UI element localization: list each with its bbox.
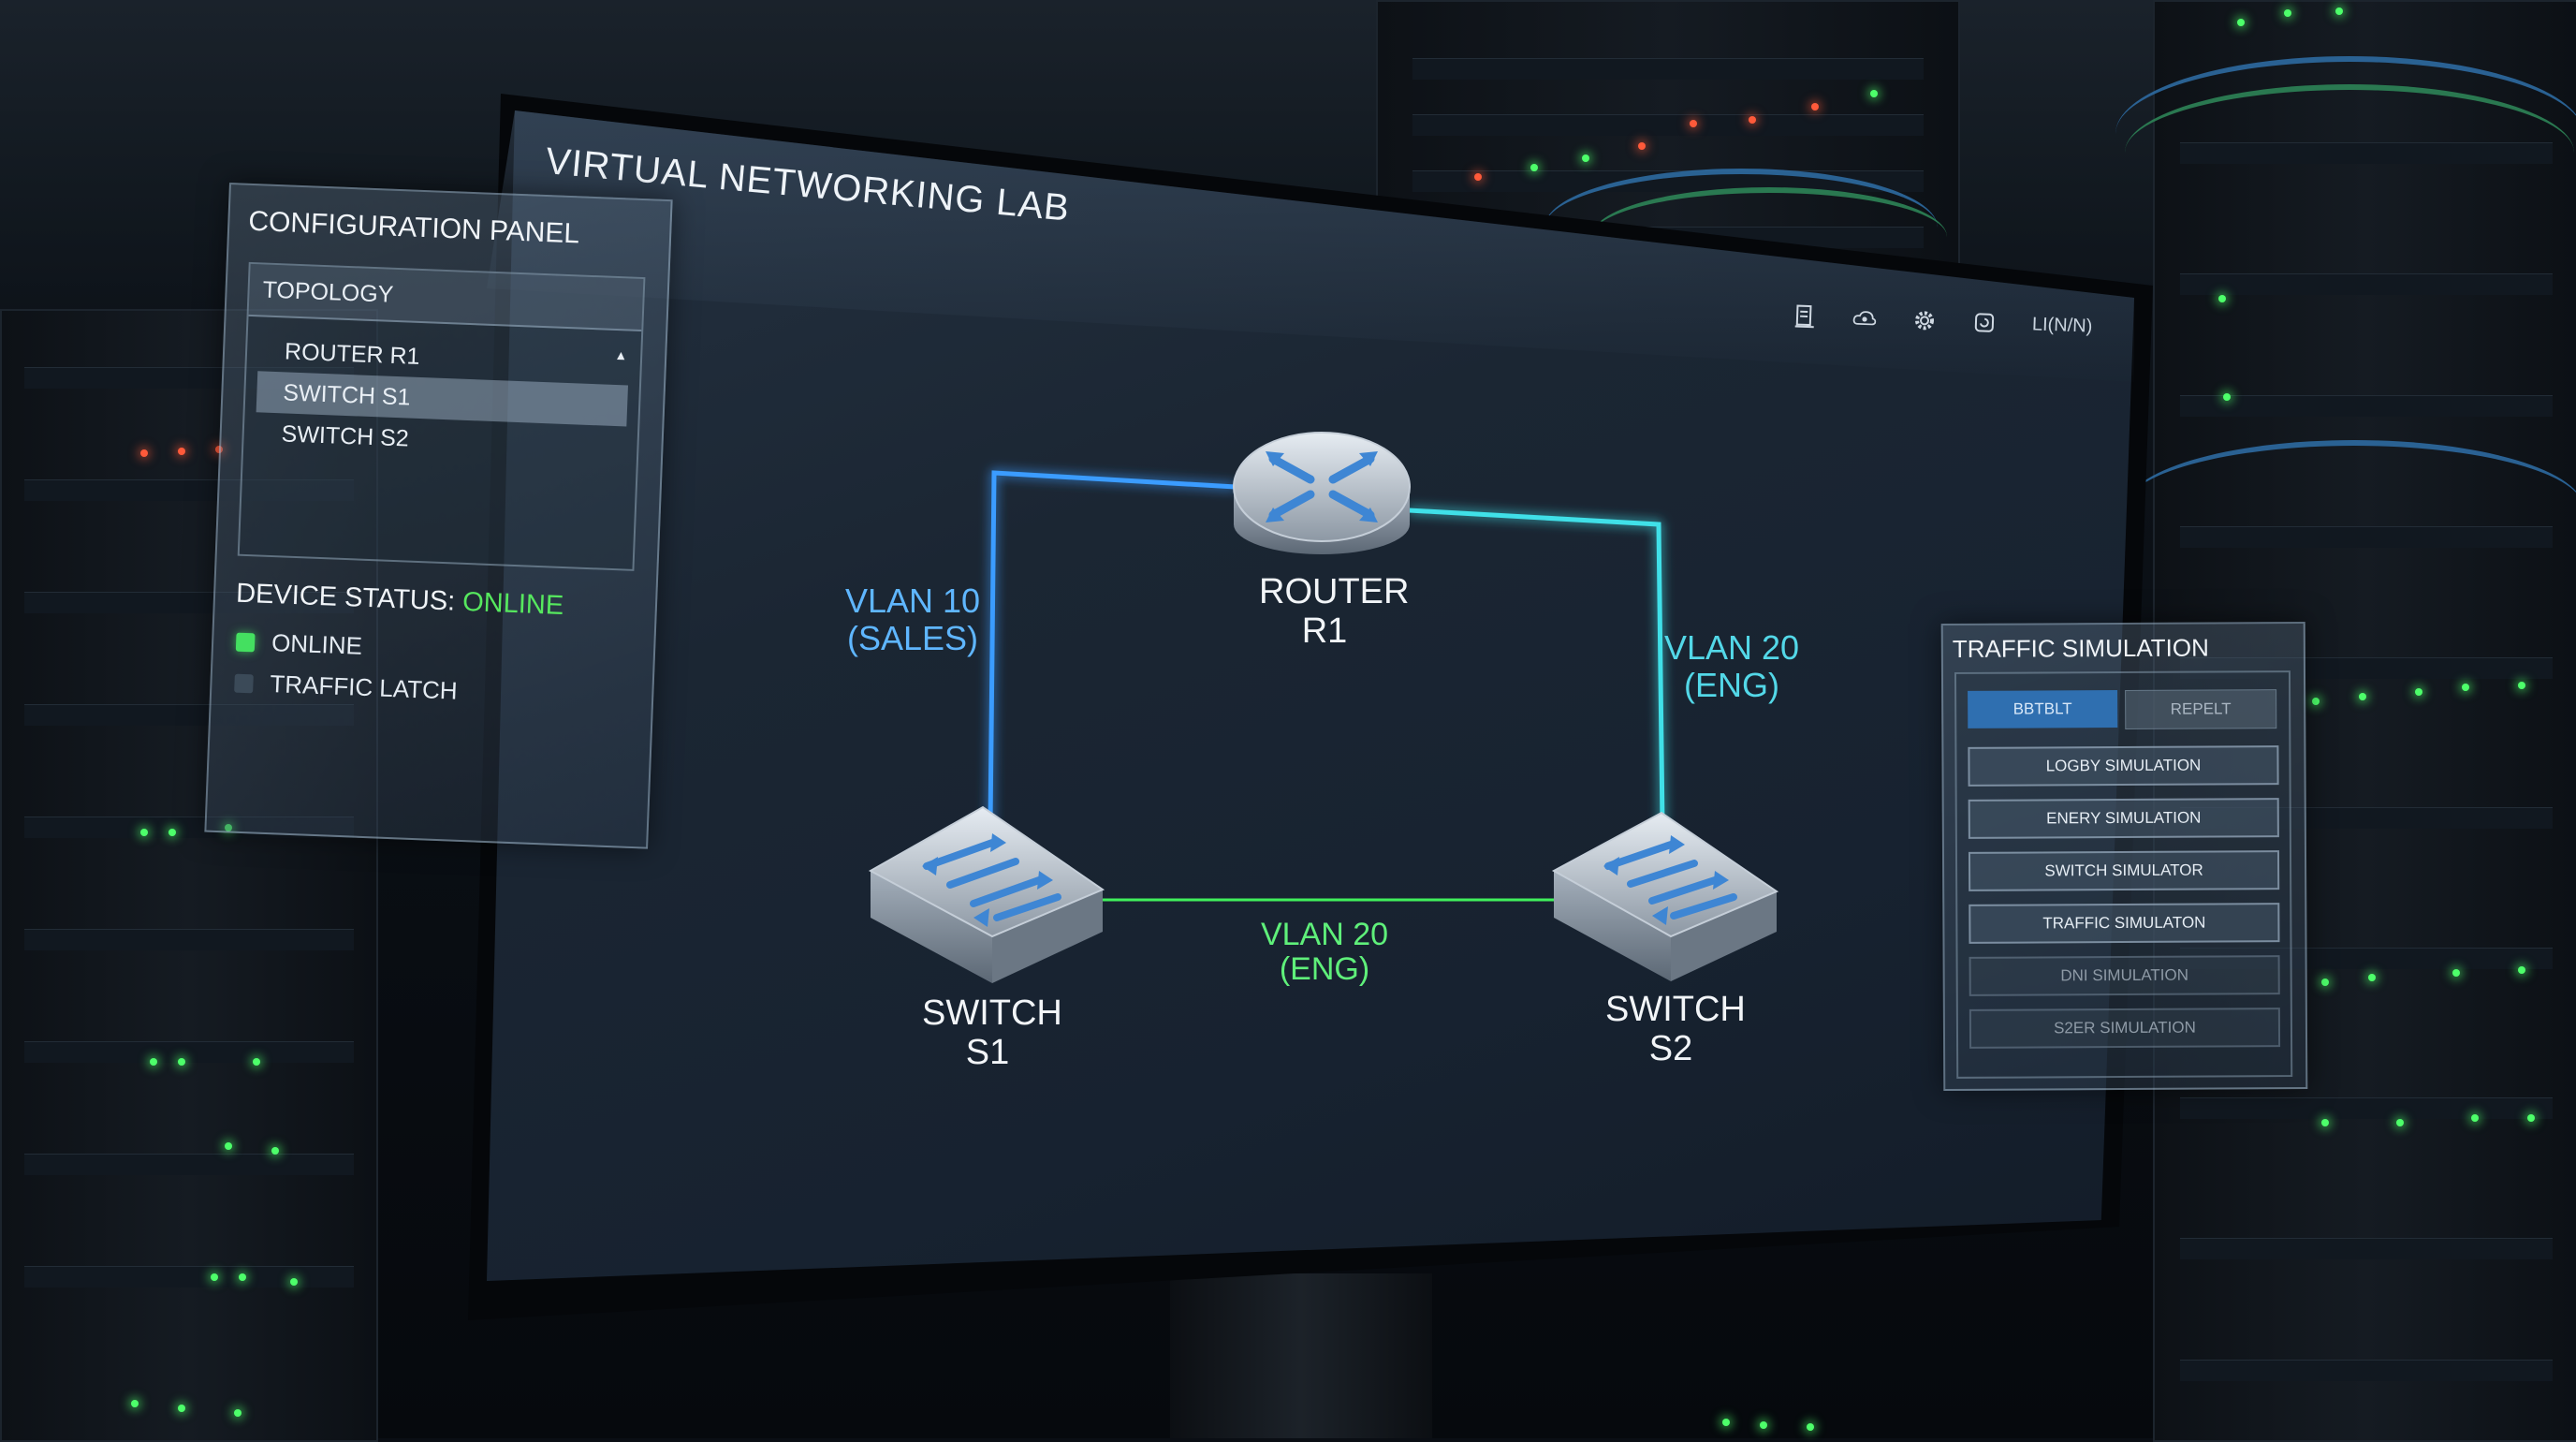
traffic-simulation-button[interactable]: TRAFFIC SIMULATON (1969, 903, 2279, 944)
traffic-latch-checkbox-label: TRAFFIC LATCH (270, 670, 458, 706)
device-status-label: DEVICE STATUS: (236, 579, 456, 617)
router-r1-icon[interactable] (1234, 433, 1410, 554)
switch-s1-id: S1 (922, 1034, 1053, 1073)
checkbox-unchecked-icon (234, 673, 254, 693)
link-s1-s2[interactable] (1100, 899, 1559, 901)
traffic-simulation-title: TRAFFIC SIMULATION (1953, 634, 2209, 664)
vlan-id: VLAN 10 (828, 582, 997, 620)
traffic-latch-checkbox[interactable]: TRAFFIC LATCH (234, 669, 458, 706)
link-r1-s1[interactable] (990, 473, 1236, 824)
router-r1-label: ROUTER R1 (1259, 573, 1390, 652)
link-r1-s2[interactable] (1409, 510, 1662, 824)
switch-s2-icon[interactable] (1554, 813, 1777, 981)
vlan-label-s1-s2: VLAN 20 (ENG) (1240, 918, 1409, 988)
enery-simulation-button[interactable]: ENERY SIMULATION (1969, 798, 2279, 839)
logby-simulation-button[interactable]: LOGBY SIMULATION (1968, 745, 2278, 787)
vlan-label-r1-s2: VLAN 20 (ENG) (1647, 629, 1816, 703)
collapse-caret-icon[interactable]: ▲ (614, 347, 627, 363)
vlan-dept: (ENG) (1240, 952, 1409, 987)
topology-list: TOPOLOGY ▲ ROUTER R1 SWITCH S1 SWITCH S2 (238, 262, 646, 571)
online-checkbox[interactable]: ONLINE (236, 627, 363, 661)
switch-s1-icon[interactable] (871, 807, 1103, 983)
traffic-simulation-panel: TRAFFIC SIMULATION BBTBLT REPELT LOGBY S… (1941, 622, 2308, 1091)
vlan-label-r1-s1: VLAN 10 (SALES) (828, 582, 997, 656)
device-status-value: ONLINE (462, 587, 564, 621)
segment-button-active[interactable]: BBTBLT (1968, 690, 2117, 728)
online-checkbox-label: ONLINE (271, 628, 363, 661)
vlan-dept: (ENG) (1647, 667, 1816, 704)
switch-simulator-button[interactable]: SWITCH SIMULATOR (1969, 850, 2279, 891)
simulation-controls: BBTBLT REPELT LOGBY SIMULATION ENERY SIM… (1954, 670, 2292, 1079)
switch-s2-name: SWITCH (1605, 991, 1736, 1030)
s2er-simulation-button[interactable]: S2ER SIMULATION (1969, 1008, 2280, 1049)
router-id: R1 (1259, 612, 1390, 652)
configuration-panel: CONFIGURATION PANEL TOPOLOGY ▲ ROUTER R1… (204, 183, 672, 849)
switch-s1-name: SWITCH (922, 994, 1053, 1034)
checkbox-checked-icon (236, 632, 256, 652)
switch-s2-label: SWITCH S2 (1605, 991, 1736, 1069)
vlan-id: VLAN 20 (1647, 629, 1816, 667)
switch-s1-label: SWITCH S1 (922, 994, 1053, 1073)
dni-simulation-button[interactable]: DNI SIMULATION (1969, 955, 2280, 996)
device-status: DEVICE STATUS: ONLINE (236, 579, 564, 622)
vlan-id: VLAN 20 (1240, 918, 1409, 952)
switch-s2-id: S2 (1605, 1030, 1736, 1069)
configuration-panel-title: CONFIGURATION PANEL (248, 206, 580, 251)
segment-button-inactive[interactable]: REPELT (2125, 689, 2276, 729)
vlan-dept: (SALES) (828, 620, 997, 657)
router-name: ROUTER (1259, 573, 1390, 612)
